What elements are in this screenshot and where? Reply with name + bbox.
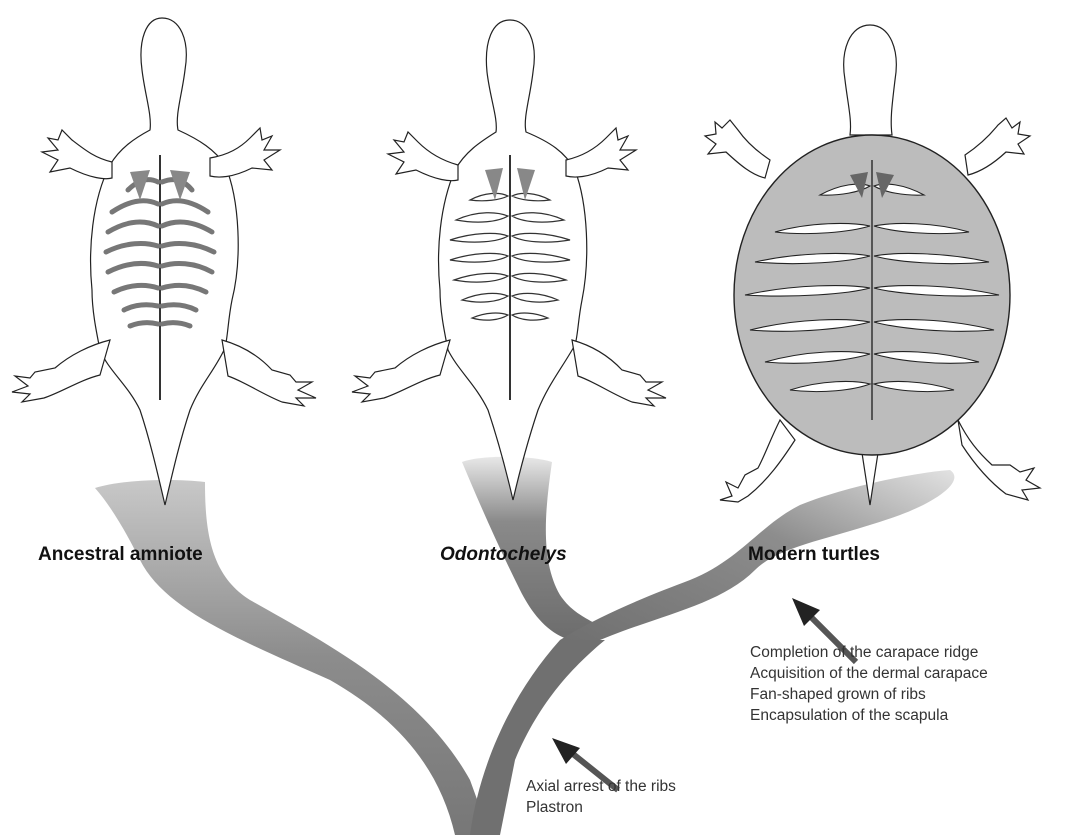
ancestral-amniote-illustration bbox=[12, 18, 316, 505]
annotation-line: Acquisition of the dermal carapace bbox=[750, 663, 988, 684]
modern-left-hindlimb bbox=[720, 420, 795, 502]
odontochelys-left-forelimb bbox=[388, 132, 458, 181]
annotation-line: Completion of the carapace ridge bbox=[750, 642, 988, 663]
modern-turtle-illustration bbox=[705, 25, 1040, 505]
modern-left-forelimb bbox=[705, 120, 770, 178]
ancestral-right-hindlimb bbox=[222, 340, 316, 406]
modern-head bbox=[844, 25, 897, 135]
modern-node-annotations: Completion of the carapace ridge Acquisi… bbox=[750, 642, 988, 726]
ancestral-left-hindlimb bbox=[12, 340, 110, 402]
annotation-line: Encapsulation of the scapula bbox=[750, 705, 988, 726]
annotation-line: Axial arrest of the ribs bbox=[526, 776, 676, 797]
odontochelys-illustration bbox=[352, 20, 666, 500]
basal-node-annotations: Axial arrest of the ribs Plastron bbox=[526, 776, 676, 818]
annotation-line: Plastron bbox=[526, 797, 676, 818]
branch-ancestral bbox=[95, 480, 490, 835]
taxon-label-odontochelys: Odontochelys bbox=[440, 544, 567, 566]
odontochelys-left-hindlimb bbox=[352, 340, 450, 402]
odontochelys-right-forelimb bbox=[566, 128, 636, 177]
odontochelys-right-hindlimb bbox=[572, 340, 666, 406]
annotation-line: Fan-shaped grown of ribs bbox=[750, 684, 988, 705]
modern-right-forelimb bbox=[965, 118, 1030, 175]
ancestral-left-forelimb bbox=[42, 130, 112, 179]
taxon-label-ancestral-amniote: Ancestral amniote bbox=[38, 544, 203, 566]
ancestral-right-forelimb bbox=[210, 128, 280, 177]
taxon-label-modern-turtles: Modern turtles bbox=[748, 544, 880, 566]
modern-right-hindlimb bbox=[958, 420, 1040, 500]
ancestral-body-outline bbox=[91, 18, 239, 505]
